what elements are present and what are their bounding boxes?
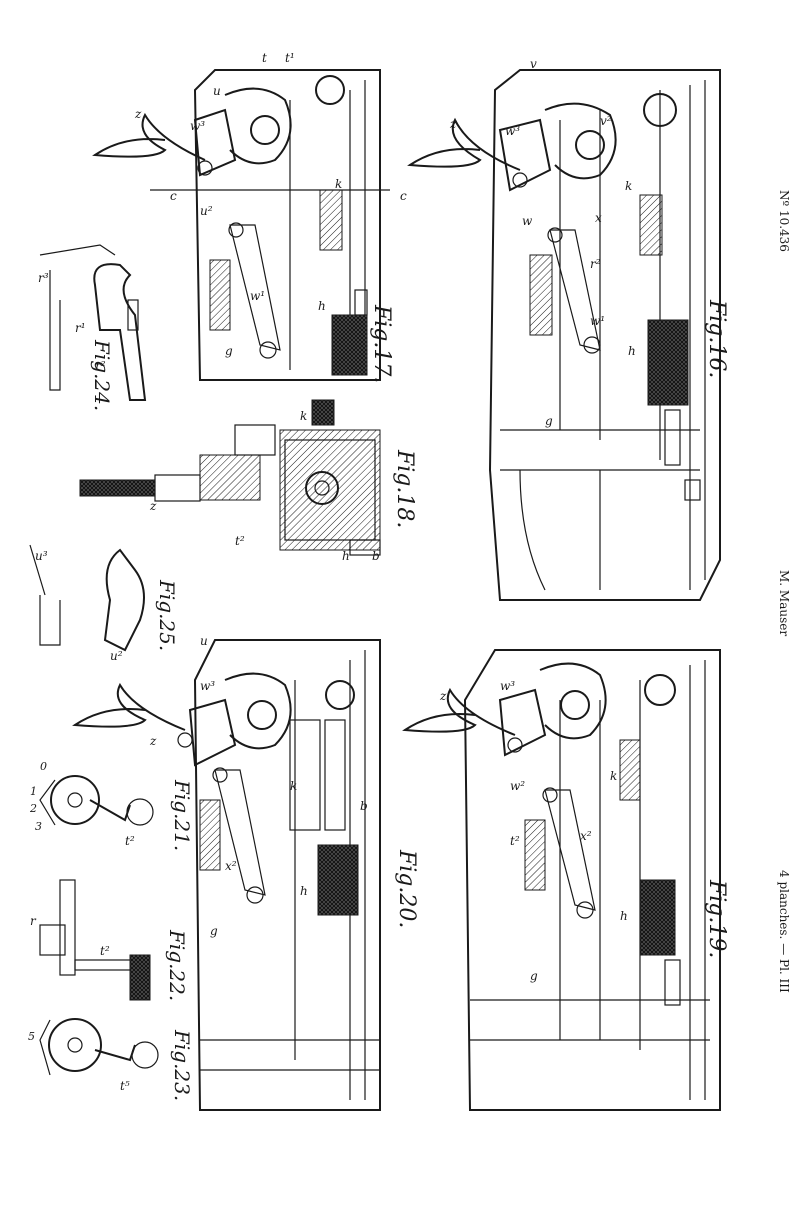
fig18-caption: Fig.18. [392,449,417,528]
label-z-17: z [134,107,142,121]
label-w1: w¹ [590,314,605,328]
label-b: b [372,549,380,563]
fig23-caption: Fig.23. [170,1029,194,1101]
label-x2-20: x² [225,859,237,873]
label-h: h [628,344,636,358]
label-z-20: z [149,734,157,748]
label-x: x [595,211,602,225]
figure-25: Fig.25. u³ u² [29,544,179,663]
label-h-20: h [300,884,308,898]
num-3: 3 [35,820,42,833]
label-g-17: g [225,344,233,358]
label-k-20: k [290,779,297,793]
label-t2-21: t² [125,834,135,848]
label-t2-19: t² [510,834,520,848]
label-t: t [262,51,267,65]
label-k-19: k [610,769,617,783]
figure-19: Fig.19. z g h k w² w³ x² t² [402,649,729,1111]
figure-16: Fig.16. z g h k w w¹ w³ x r² v v² [407,57,729,601]
label-k-18: k [300,409,307,423]
label-g-19: g [530,969,538,983]
label-w: w [522,214,533,228]
label-b-20: b [360,799,368,813]
num-0: 0 [40,760,47,773]
label-v: v [530,57,537,71]
label-x2-19: x² [580,829,592,843]
fig16-caption: Fig.16. [704,299,729,378]
label-v2: v² [600,114,612,128]
label-c-right: c [400,189,407,203]
figure-24: Fig.24. r³ r¹ r² [38,244,147,411]
fig17-caption: Fig.17. [369,304,394,383]
label-r2-24: r² [95,359,106,373]
figure-18: Fig.18. z b h k t² [79,399,417,563]
label-r1: r¹ [75,321,86,335]
label-k-17: k [335,177,342,191]
label-h-17: h [318,299,326,313]
fig21-caption: Fig.21. [170,779,194,851]
patent-number: Nº 10.436 [777,190,791,252]
num-5: 5 [28,1030,35,1043]
num-1: 1 [30,785,37,798]
label-u2: u² [200,204,213,218]
fig22-caption: Fig.22. [165,929,189,1001]
label-w3-19: w³ [500,679,515,693]
label-h-18: h [342,549,350,563]
label-r-22: r [30,914,37,928]
label-u-20: u [200,634,208,648]
label-z-18: z [149,499,157,513]
label-u: u [213,84,221,98]
fig20-caption: Fig.20. [394,849,419,928]
label-t2-22: t² [100,944,110,958]
label-r3: r³ [38,271,49,285]
label-h-19: h [620,909,628,923]
label-w2-19: w² [510,779,525,793]
label-g: g [545,414,553,428]
fig19-caption: Fig.19. [704,879,729,958]
label-u2-25: u² [110,649,123,663]
label-z: z [449,117,457,131]
num-2: 2 [29,802,37,815]
figure-20: Fig.20. b g h z u w³ x² k [72,634,419,1111]
label-k: k [625,179,632,193]
label-w3: w³ [505,124,520,138]
inventor-name: M. Mauser [777,570,791,636]
label-t5: t⁵ [120,1079,130,1093]
label-t2: t² [235,534,245,548]
label-r2: r² [590,257,601,271]
figure-17: Fig.17. c c z u u² w³ k h g w¹ t t¹ [92,51,407,383]
label-c-left: c [170,189,177,203]
label-w1-17: w¹ [250,289,265,303]
label-g-20: g [210,924,218,938]
label-t1: t¹ [285,51,295,65]
figure-21: Fig.21. 0 1 2 3 t² [29,760,194,851]
label-u3: u³ [35,549,48,563]
fig25-caption: Fig.25. [155,579,179,651]
plate-info: 4 planches. — Pl. III [777,870,791,993]
label-w3-20: w³ [200,679,215,693]
label-z-19: z [439,689,447,703]
fig24-caption: Fig.24. [90,339,114,411]
figure-22: Fig.22. r t² [30,879,189,1001]
label-w3-17: w³ [190,119,205,133]
figure-23: Fig.23. 5 t⁵ [28,1018,194,1101]
